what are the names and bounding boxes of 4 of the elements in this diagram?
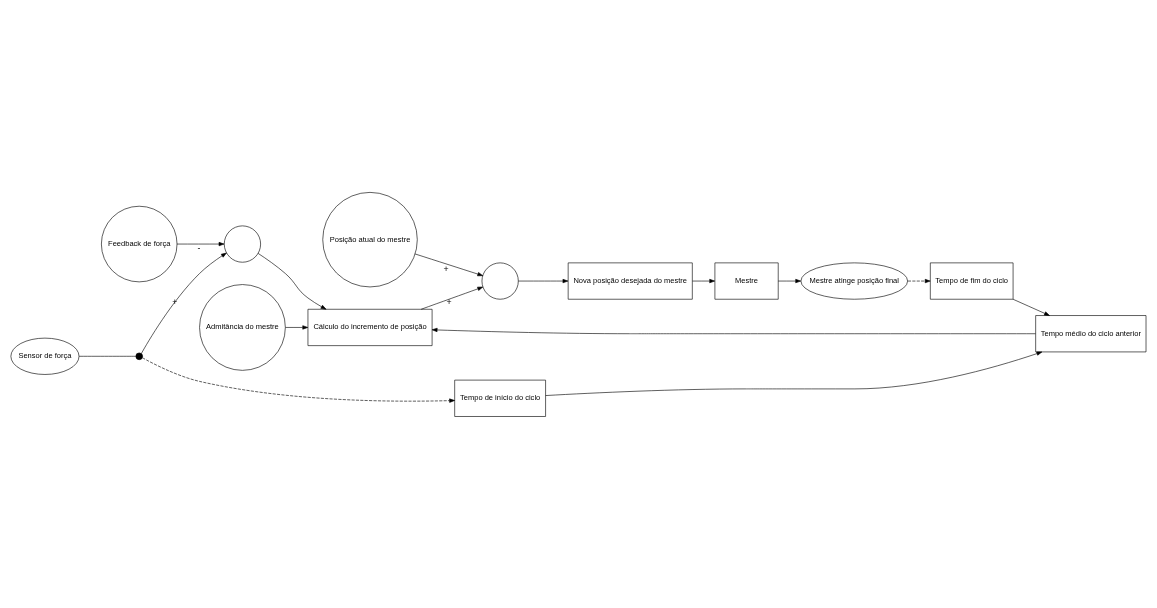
edge-label: -	[197, 242, 201, 253]
edge-label: +	[172, 296, 178, 307]
edge-label: +	[443, 263, 449, 274]
edge-label: +	[446, 296, 452, 307]
